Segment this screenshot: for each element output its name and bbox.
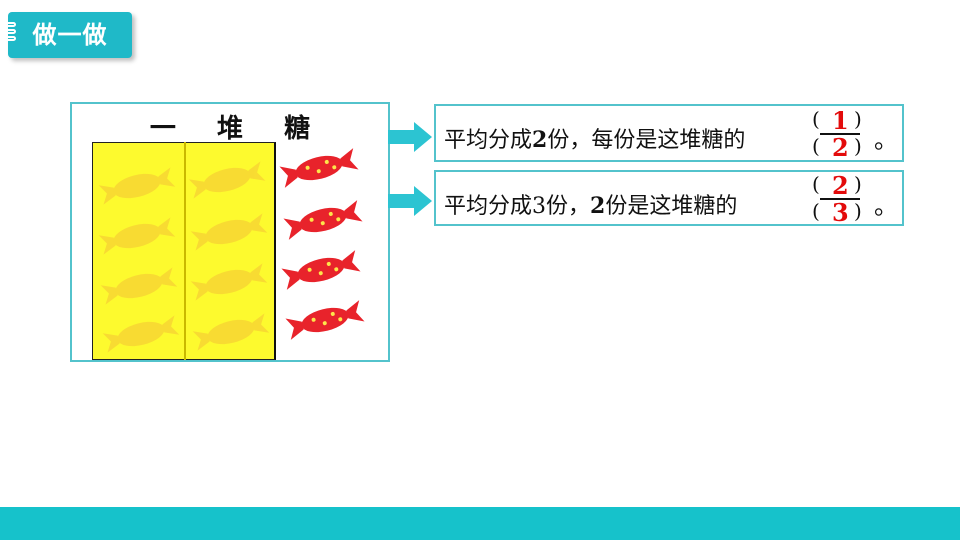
candy-icon <box>188 161 266 199</box>
candy-icon <box>192 313 270 351</box>
fraction-numerator: 1 <box>832 106 849 135</box>
paren-close-icon: ) <box>854 199 862 223</box>
period-mark: 。 <box>874 126 898 154</box>
panel-title-char: 一 <box>149 114 176 144</box>
candy-icon <box>98 217 176 255</box>
answer-fraction: ( ) 1 ( ) 2 <box>812 106 870 162</box>
statement-half: 平均分成2份，每份是这堆糖的 ( ) 1 ( ) 2 。 <box>434 104 904 162</box>
candy-icon <box>102 315 180 353</box>
candy-icon <box>281 250 361 290</box>
arrow-right-icon <box>388 186 432 216</box>
fraction-bar <box>820 133 860 135</box>
paren-open-icon: ( <box>812 134 820 158</box>
candy-icon <box>100 267 178 305</box>
paren-open-icon: ( <box>812 172 820 196</box>
paren-open-icon: ( <box>812 199 820 223</box>
section-title: 做一做 <box>32 21 108 49</box>
arrow-right-icon <box>388 122 432 152</box>
candy-icon <box>283 200 363 240</box>
footer-band <box>0 507 960 540</box>
panel-title-char: 堆 <box>216 114 243 144</box>
period-mark: 。 <box>874 192 898 220</box>
panel-title-char: 糖 <box>284 114 311 144</box>
fraction-numerator: 2 <box>832 171 849 200</box>
candy-pile-panel: 一 堆 糖 <box>70 102 390 362</box>
fraction-denominator: 2 <box>832 133 849 162</box>
candy-icon <box>98 167 176 205</box>
candy-icon <box>190 263 268 301</box>
statement-two-thirds: 平均分成3份，2份是这堆糖的 ( ) 2 ( ) 3 。 <box>434 170 904 227</box>
candy-icon <box>285 300 365 340</box>
panel-title: 一 堆 糖 <box>72 108 388 145</box>
binder-clip-icon <box>4 22 18 48</box>
fraction-bar <box>820 198 860 200</box>
paren-close-icon: ) <box>854 134 862 158</box>
paren-close-icon: ) <box>854 107 862 131</box>
section-tag: 做一做 <box>4 12 132 58</box>
half-divider <box>184 142 186 360</box>
candy-icon <box>190 213 268 251</box>
statement-text: 平均分成2份，每份是这堆糖的 <box>444 127 746 153</box>
paren-close-icon: ) <box>854 172 862 196</box>
answer-fraction: ( ) 2 ( ) 3 <box>812 171 870 227</box>
paren-open-icon: ( <box>812 107 820 131</box>
candy-icon <box>279 148 359 188</box>
statement-text: 平均分成3份，2份是这堆糖的 <box>444 193 738 219</box>
fraction-denominator: 3 <box>832 198 849 227</box>
